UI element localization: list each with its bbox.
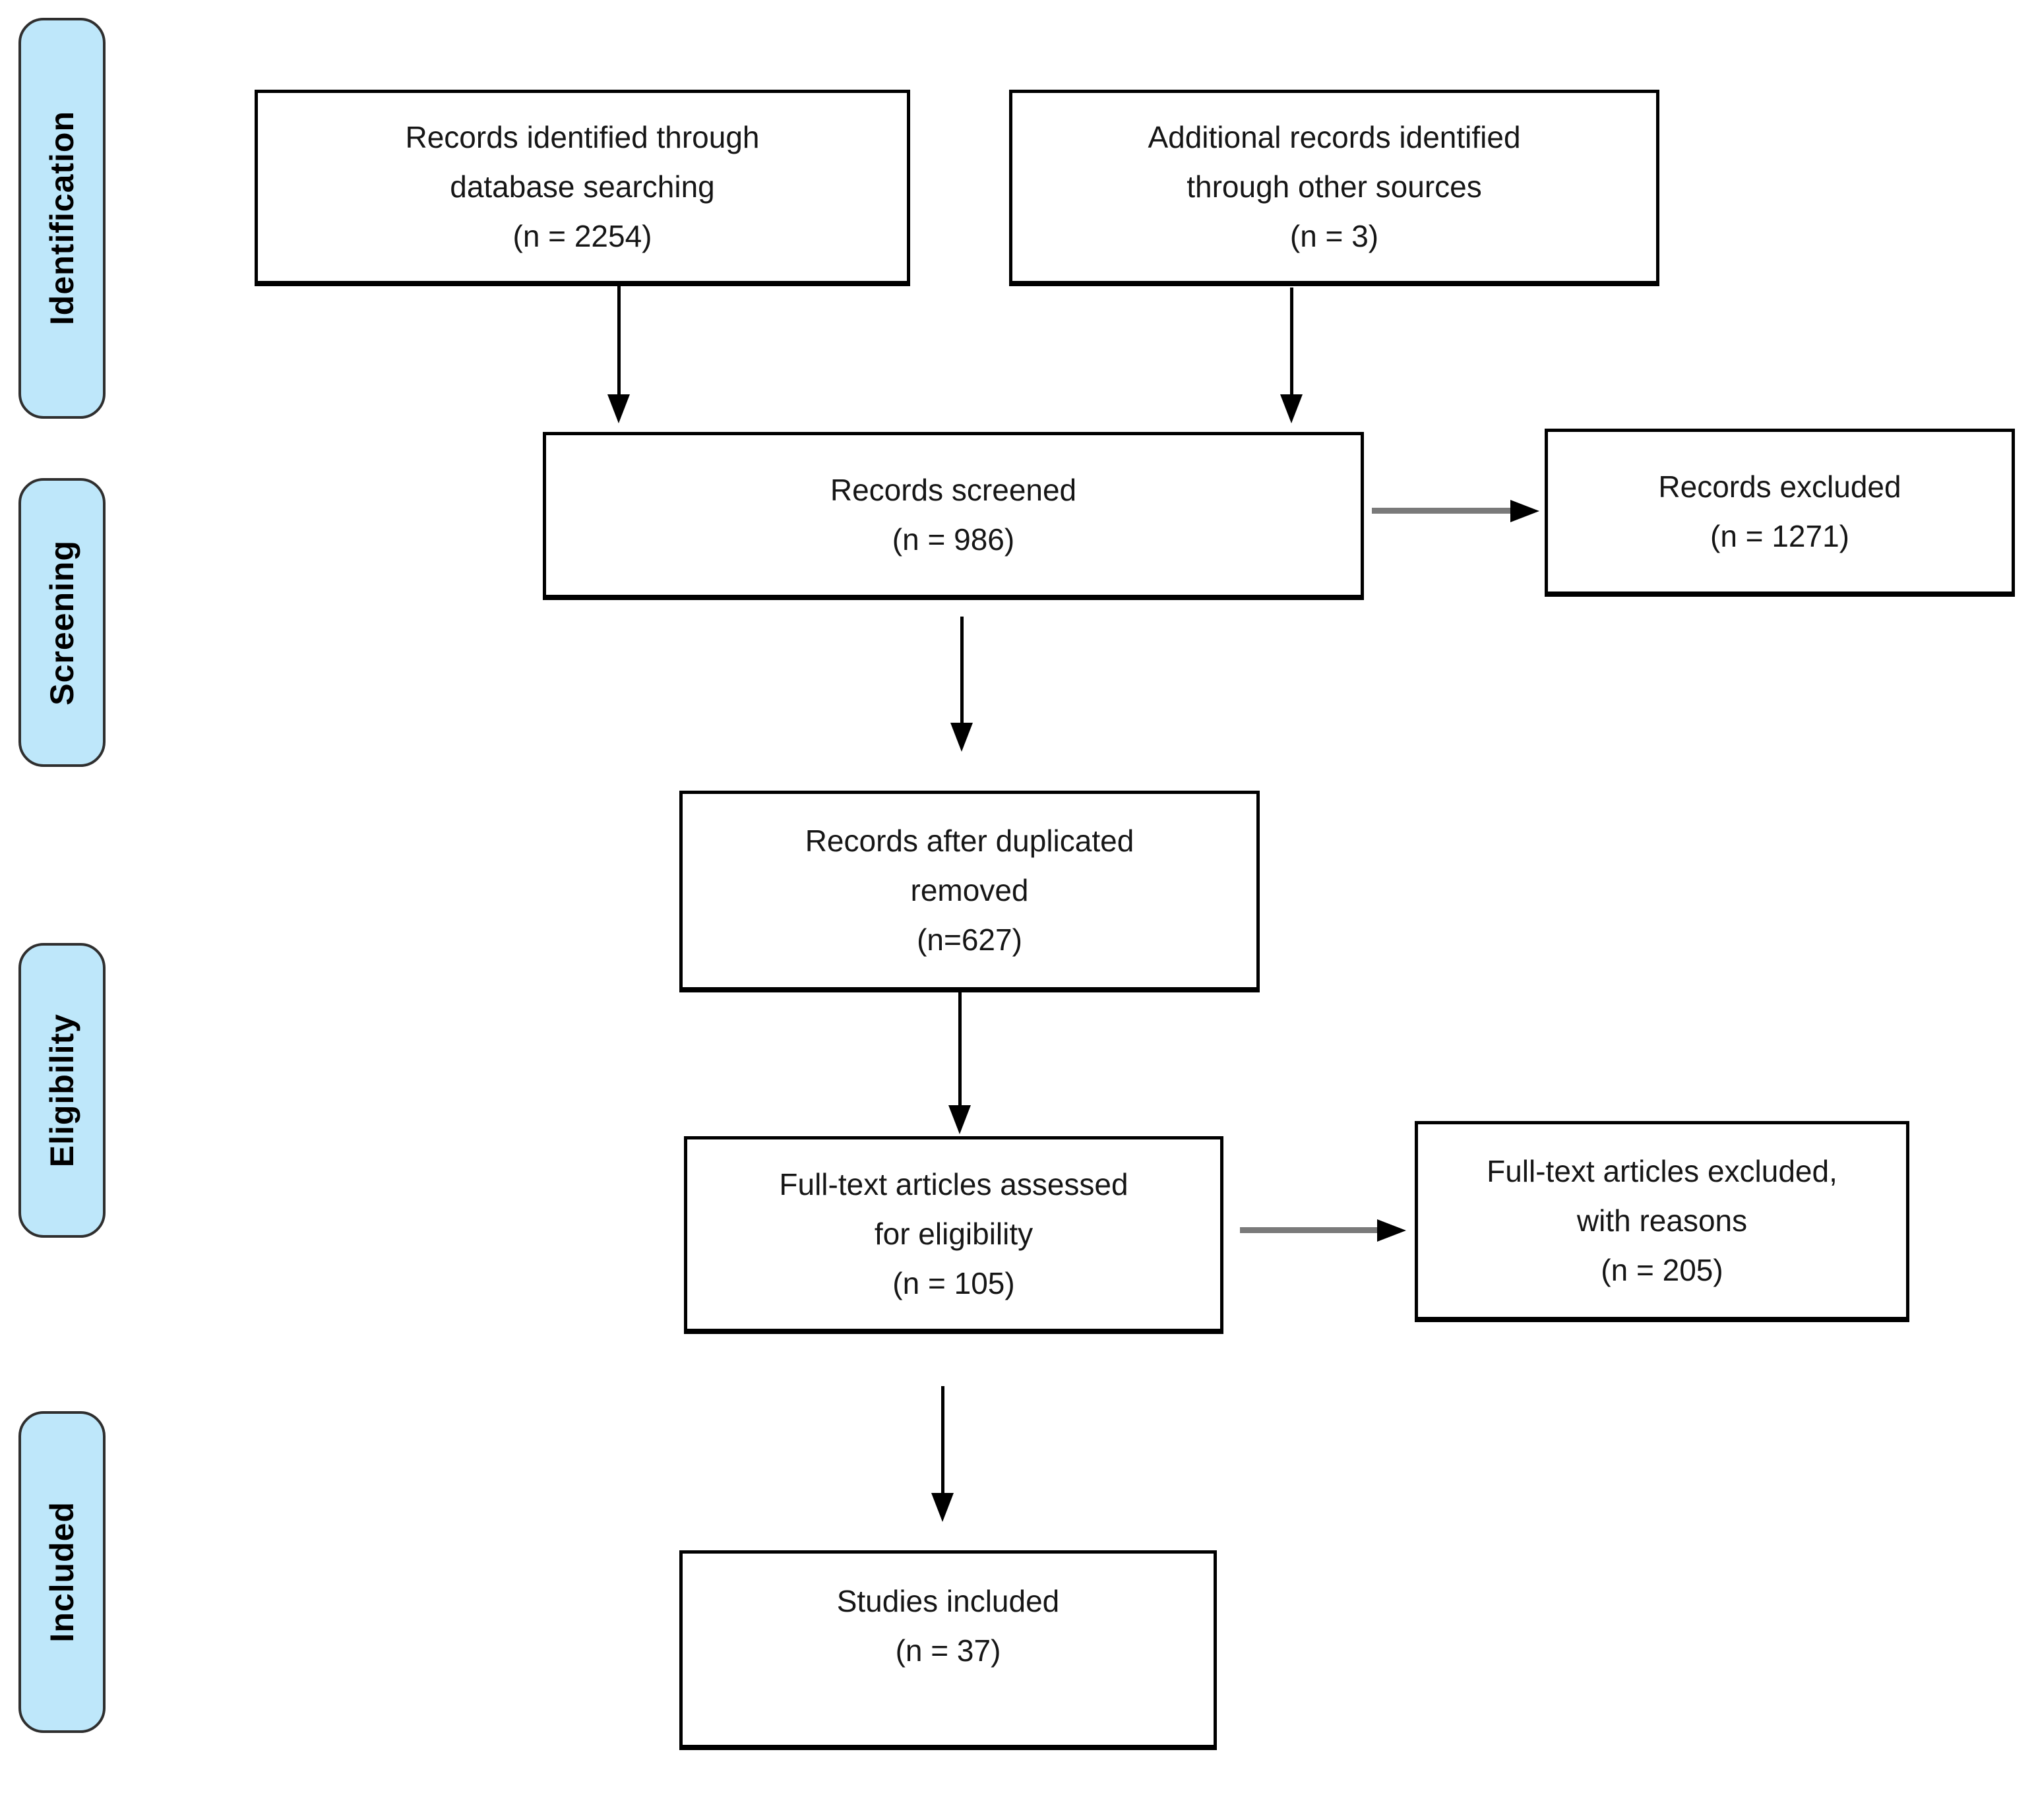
box-fulltext-assessed: Full-text articles assessed for eligibil… bbox=[684, 1136, 1223, 1334]
stage-eligibility: Eligibility bbox=[18, 943, 106, 1238]
box-fulltext-excluded-line2: with reasons bbox=[1576, 1203, 1748, 1238]
arrow-down-head bbox=[948, 1105, 971, 1134]
stage-identification: Identification bbox=[18, 18, 106, 419]
stage-identification-label: Identification bbox=[44, 111, 80, 326]
arrow-line bbox=[1290, 288, 1293, 397]
arrow-line bbox=[617, 286, 621, 397]
box-additional-records-line2: through other sources bbox=[1187, 169, 1482, 204]
box-fulltext-excluded-line1: Full-text articles excluded, bbox=[1487, 1153, 1837, 1188]
box-records-identified: Records identified through database sear… bbox=[255, 90, 910, 286]
box-fulltext-assessed-count: (n = 105) bbox=[892, 1266, 1015, 1300]
stage-screening-label: Screening bbox=[44, 539, 80, 706]
box-fulltext-excluded: Full-text articles excluded, with reason… bbox=[1415, 1121, 1909, 1322]
box-fulltext-assessed-line2: for eligibility bbox=[874, 1217, 1033, 1251]
box-records-identified-count: (n = 2254) bbox=[512, 219, 652, 253]
arrow-line bbox=[1240, 1227, 1377, 1233]
box-studies-included-line1: Studies included bbox=[836, 1584, 1060, 1618]
box-records-excluded: Records excluded (n = 1271) bbox=[1545, 429, 2015, 597]
box-records-screened-line1: Records screened bbox=[830, 473, 1077, 507]
box-records-after-duplicates: Records after duplicated removed (n=627) bbox=[679, 791, 1260, 992]
arrow-line bbox=[960, 617, 964, 725]
box-studies-included: Studies included (n = 37) bbox=[679, 1550, 1217, 1750]
stage-eligibility-label: Eligibility bbox=[44, 1013, 80, 1168]
stage-screening: Screening bbox=[18, 478, 106, 767]
arrow-down-head bbox=[607, 394, 630, 423]
box-records-after-duplicates-count: (n=627) bbox=[917, 923, 1022, 957]
arrow-down-head bbox=[1280, 394, 1303, 423]
box-fulltext-excluded-count: (n = 205) bbox=[1601, 1252, 1723, 1287]
box-records-identified-line2: database searching bbox=[450, 169, 715, 204]
box-records-excluded-count: (n = 1271) bbox=[1710, 519, 1849, 553]
arrow-line bbox=[941, 1386, 944, 1496]
box-records-excluded-line1: Records excluded bbox=[1658, 470, 1901, 504]
arrow-right-head bbox=[1377, 1219, 1406, 1242]
arrow-right-head bbox=[1510, 500, 1539, 522]
box-records-after-duplicates-line2: removed bbox=[910, 873, 1029, 907]
box-records-after-duplicates-line1: Records after duplicated bbox=[805, 824, 1134, 858]
box-additional-records: Additional records identified through ot… bbox=[1009, 90, 1659, 286]
stage-included: Included bbox=[18, 1411, 106, 1733]
box-records-screened: Records screened (n = 986) bbox=[543, 432, 1364, 600]
box-records-identified-line1: Records identified through bbox=[405, 120, 760, 154]
box-studies-included-count: (n = 37) bbox=[895, 1633, 1001, 1668]
box-additional-records-line1: Additional records identified bbox=[1148, 120, 1521, 154]
arrow-down-head bbox=[950, 723, 973, 752]
arrow-line bbox=[1372, 508, 1510, 514]
stage-included-label: Included bbox=[44, 1502, 80, 1643]
box-additional-records-count: (n = 3) bbox=[1289, 219, 1379, 253]
arrow-down-head bbox=[931, 1493, 954, 1522]
box-fulltext-assessed-line1: Full-text articles assessed bbox=[779, 1167, 1128, 1201]
box-records-screened-count: (n = 986) bbox=[892, 522, 1015, 557]
arrow-line bbox=[958, 992, 962, 1108]
